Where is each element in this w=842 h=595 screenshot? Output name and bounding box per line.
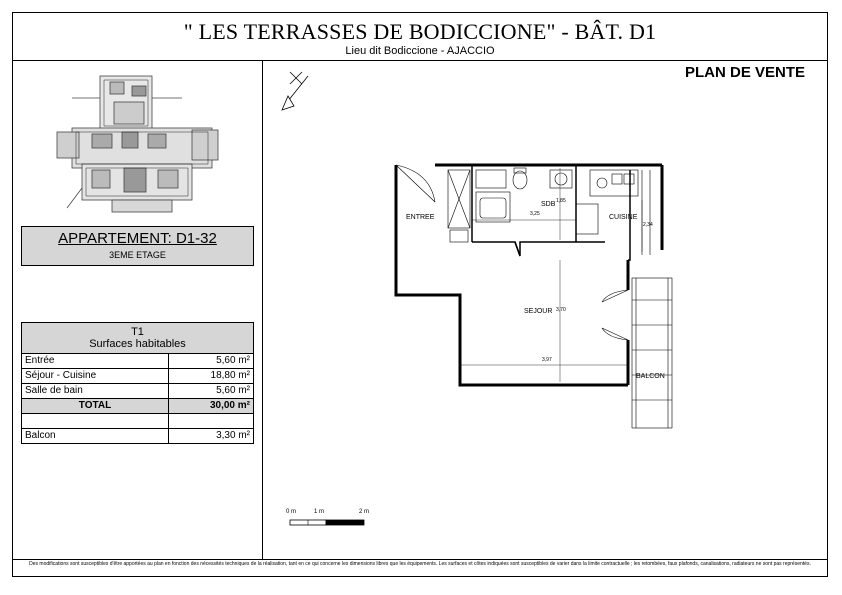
balcony-value: 3,30 m² <box>168 428 254 444</box>
table-row: Salle de bain 5,60 m² <box>21 383 254 399</box>
left-panel <box>13 60 263 559</box>
table-row: Balcon 3,30 m² <box>21 428 254 444</box>
table-row-spacer <box>21 413 254 429</box>
area-value: 5,60 m² <box>168 353 254 369</box>
apartment-floor: 3EME ETAGE <box>109 250 166 260</box>
spacer-cell <box>168 413 254 429</box>
plan-title: PLAN DE VENTE <box>685 64 806 81</box>
scale-label-0: 0 m <box>286 509 297 515</box>
area-label: Séjour - Cuisine <box>21 368 169 384</box>
dimension-sejour-width: 3,97 <box>542 357 552 363</box>
area-label: Salle de bain <box>21 383 169 399</box>
scale-bar <box>289 519 365 526</box>
table-row: Séjour - Cuisine 18,80 m² <box>21 368 254 384</box>
balcony-label: Balcon <box>21 428 169 444</box>
apartment-label-box: APPARTEMENT: D1-32 3EME ETAGE <box>21 226 254 266</box>
areas-heading-label: Surfaces habitables <box>89 338 186 350</box>
dimension-sdb-width: 3,25 <box>530 211 540 217</box>
room-label-entree: ENTREE <box>406 214 435 221</box>
table-row: Entrée 5,60 m² <box>21 353 254 369</box>
apartment-name: APPARTEMENT: D1-32 <box>58 230 217 247</box>
apartment-type: T1 <box>131 326 144 338</box>
key-plan-thumbnail <box>56 75 219 213</box>
sheet-frame <box>12 12 828 577</box>
scale-label-1: 1 m <box>314 509 325 515</box>
area-label: Entrée <box>21 353 169 369</box>
dimension-sejour-height: 3,70 <box>556 307 566 313</box>
area-value: 5,60 m² <box>168 383 254 399</box>
total-label: TOTAL <box>21 398 169 414</box>
scale-label-2: 2 m <box>359 509 370 515</box>
room-label-sejour: SEJOUR <box>524 308 553 315</box>
areas-table: T1 Surfaces habitables Entrée 5,60 m² Sé… <box>21 322 254 444</box>
footer-divider <box>13 559 827 560</box>
room-label-balcon: BALCON <box>636 373 665 380</box>
room-label-sdb: SDB <box>541 201 556 208</box>
total-value: 30,00 m² <box>168 398 254 414</box>
area-value: 18,80 m² <box>168 368 254 384</box>
disclaimer-text: Des modifications sont susceptibles d'êt… <box>29 561 811 567</box>
spacer-cell <box>21 413 169 429</box>
areas-table-header: T1 Surfaces habitables <box>21 322 254 354</box>
dimension-cuisine-depth: 2,34 <box>643 222 653 228</box>
sheet-header: " LES TERRASSES DE BODICCIONE" - BÂT. D1… <box>13 13 827 61</box>
dimension-sdb-height: 1,85 <box>556 198 566 204</box>
project-title: " LES TERRASSES DE BODICCIONE" - BÂT. D1 <box>183 19 657 44</box>
table-row-total: TOTAL 30,00 m² <box>21 398 254 414</box>
room-label-cuisine: CUISINE <box>609 214 638 221</box>
areas-table-heading: T1 Surfaces habitables <box>21 322 254 354</box>
project-location: Lieu dit Bodiccione - AJACCIO <box>345 45 495 57</box>
north-arrow-icon <box>281 71 309 111</box>
floor-plan-drawing <box>394 163 673 429</box>
